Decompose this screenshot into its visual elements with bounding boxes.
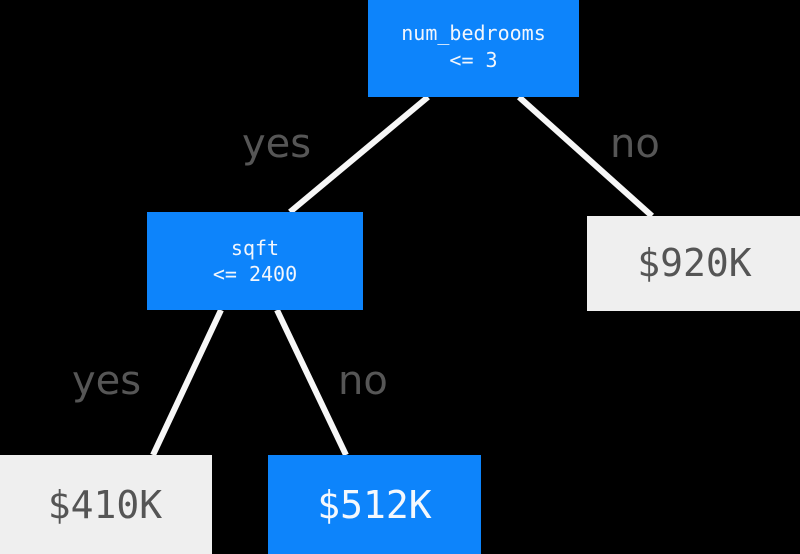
edge-label-sqft-yes: yes	[72, 358, 142, 404]
edge-label-sqft-no: no	[338, 358, 388, 404]
node-sqft-condition: <= 2400	[212, 262, 298, 286]
node-leaf-512k-value: $512K	[317, 483, 432, 528]
node-root-condition: <= 3	[449, 47, 498, 72]
edge-label-root-yes: yes	[242, 121, 312, 167]
node-leaf-512k[interactable]: $512K	[268, 455, 481, 554]
node-leaf-410k[interactable]: $410K	[0, 455, 212, 554]
node-root[interactable]: num_bedrooms <= 3	[368, 0, 579, 97]
node-leaf-410k-value: $410K	[47, 483, 163, 528]
node-leaf-920k[interactable]: $920K	[587, 216, 800, 311]
node-root-feature: num_bedrooms	[401, 21, 546, 46]
edge-sqft-to-leaf-410	[150, 308, 224, 457]
edge-sqft-to-leaf-512	[274, 308, 349, 457]
node-sqft-feature: sqft	[230, 235, 280, 260]
node-leaf-920k-value: $920K	[637, 241, 752, 286]
edge-label-root-no: no	[610, 121, 660, 167]
node-sqft[interactable]: sqft <= 2400	[147, 212, 363, 310]
